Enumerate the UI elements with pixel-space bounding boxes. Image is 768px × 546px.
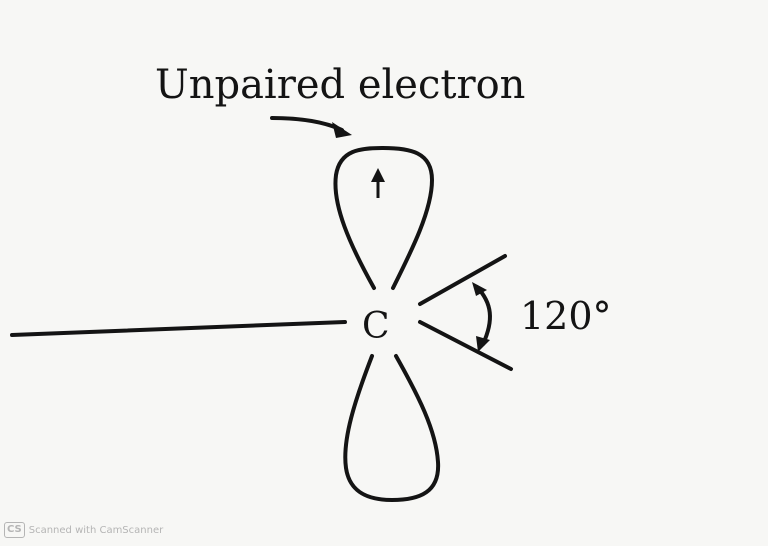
camscanner-watermark: CS Scanned with CamScanner [4, 522, 163, 538]
electron-up-arrow-icon [371, 168, 385, 182]
left-bond-line [10, 320, 347, 337]
upper-right-bond [418, 254, 507, 306]
pointer-arrow-line [270, 116, 344, 132]
carbon-atom-label: C [362, 306, 390, 347]
lower-orbital-lobe [343, 354, 441, 503]
pointer-arrowhead-icon [332, 122, 352, 138]
angle-arrowhead-top-icon [472, 282, 487, 296]
camscanner-logo-icon: CS [4, 522, 25, 538]
lower-right-bond [418, 320, 513, 371]
bond-angle-label: 120° [520, 294, 612, 338]
unpaired-electron-label: Unpaired electron [155, 62, 526, 108]
watermark-text: Scanned with CamScanner [28, 524, 164, 536]
angle-arrowhead-bottom-icon [476, 336, 490, 352]
upper-orbital-lobe [333, 145, 435, 290]
angle-arc [475, 285, 492, 346]
